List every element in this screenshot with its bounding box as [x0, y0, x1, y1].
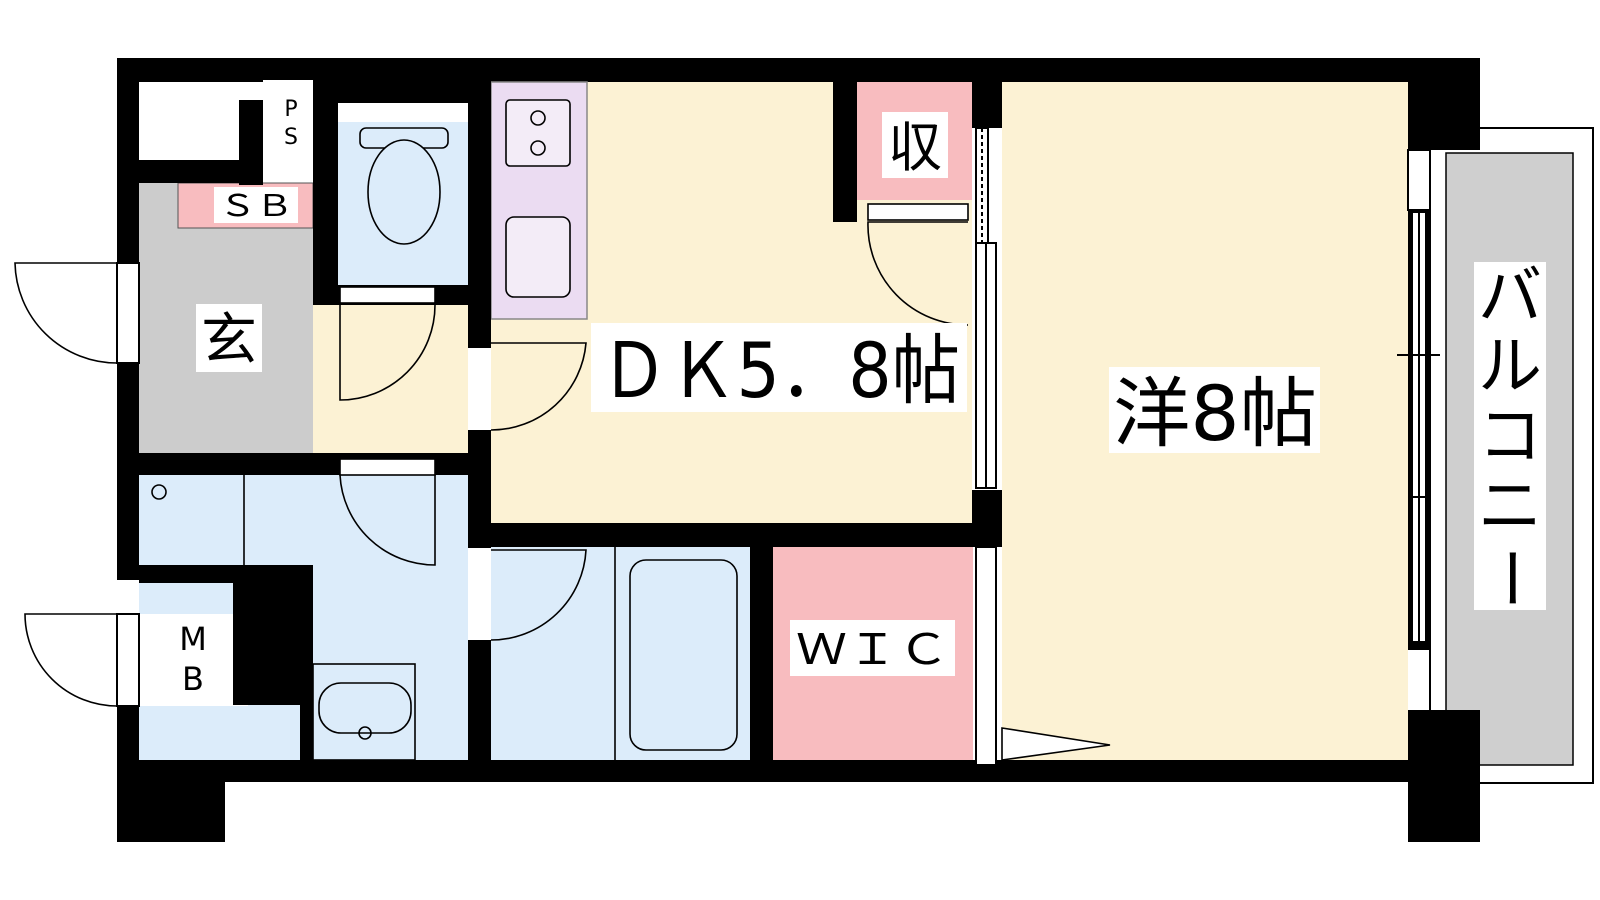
- balcony-label-char-2: ル: [1478, 330, 1542, 404]
- western-room-label: 洋8帖: [1113, 369, 1317, 458]
- balcony-label-char-5: ー: [1472, 546, 1546, 610]
- balcony-label-char-3: コ: [1478, 400, 1542, 474]
- stove-icon: [505, 99, 571, 167]
- sb-label: ＳＢ: [219, 189, 293, 224]
- sink-icon: [505, 216, 571, 298]
- balcony-label-char-1: バ: [1478, 260, 1542, 334]
- closet-label: 収: [888, 116, 942, 179]
- ps-label-s: S: [284, 125, 298, 150]
- windows: [116, 127, 1440, 766]
- entrance-label: 玄: [201, 308, 257, 373]
- fixtures: [151, 99, 738, 761]
- toilet-icon: [359, 127, 449, 245]
- washbasin-icon: [312, 663, 416, 761]
- mb-label-b: B: [182, 660, 204, 698]
- wic-label: ＷＩＣ: [796, 625, 949, 674]
- bathtub-icon: [629, 559, 738, 751]
- dk-label: ＤＫ5．8帖: [600, 326, 960, 415]
- labels: ＤＫ5．8帖 洋8帖 玄 収 ＷＩＣ ＳＢ P S M B バ ル コ ニ ー: [179, 97, 1546, 698]
- balcony-label-char-4: ニ: [1478, 470, 1542, 544]
- drain-icon: [151, 484, 167, 500]
- balcony: [1429, 127, 1594, 784]
- ps-label-p: P: [284, 97, 297, 122]
- mb-label-m: M: [179, 620, 207, 658]
- doors: [14, 203, 1111, 761]
- ps-shaft: [263, 80, 317, 168]
- hall-floor: [313, 305, 468, 453]
- mb-box: [140, 614, 248, 706]
